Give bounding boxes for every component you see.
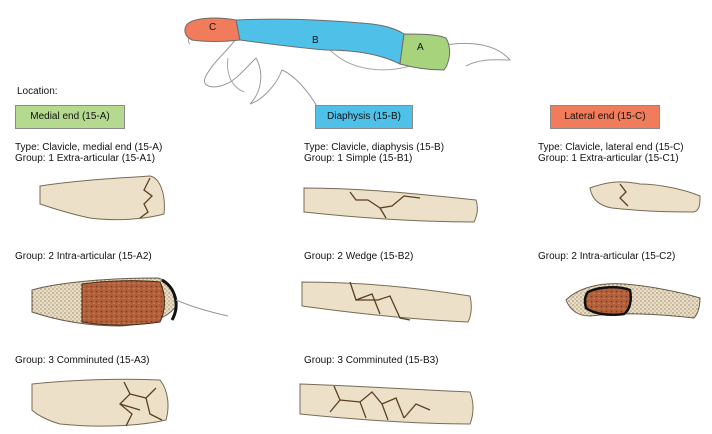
medial-type-label: Type: Clavicle, medial end (15-A) bbox=[15, 142, 162, 153]
group-a3-label: Group: 3 Comminuted (15-A3) bbox=[15, 355, 150, 366]
location-label: Location: bbox=[17, 86, 58, 97]
group-b3-label: Group: 3 Comminuted (15-B3) bbox=[304, 355, 439, 366]
lateral-end-box: Lateral end (15-C) bbox=[550, 105, 660, 129]
lateral-type-label: Type: Clavicle, lateral end (15-C) bbox=[538, 142, 684, 153]
diaphysis-box: Diaphysis (15-B) bbox=[315, 105, 413, 129]
illustration-a3 bbox=[32, 379, 168, 426]
group-b2-label: Group: 2 Wedge (15-B2) bbox=[304, 251, 413, 262]
clavicle-segment-a bbox=[400, 34, 450, 70]
illustration-b3 bbox=[300, 384, 473, 424]
segment-label-c: C bbox=[209, 22, 216, 33]
group-c1-label: Group: 1 Extra-articular (15-C1) bbox=[538, 153, 679, 164]
diaphysis-type-label: Type: Clavicle, diaphysis (15-B) bbox=[304, 142, 444, 153]
group-b1-label: Group: 1 Simple (15-B1) bbox=[304, 153, 412, 164]
illustration-a1 bbox=[40, 176, 164, 220]
illustration-a2 bbox=[32, 278, 228, 326]
illustration-c1 bbox=[590, 182, 700, 212]
segment-label-b: B bbox=[312, 35, 319, 46]
illustration-c2 bbox=[566, 284, 700, 318]
segment-label-a: A bbox=[417, 42, 424, 53]
illustration-b1 bbox=[304, 188, 477, 222]
medial-end-box: Medial end (15-A) bbox=[15, 105, 125, 129]
group-c2-label: Group: 2 Intra-articular (15-C2) bbox=[538, 251, 675, 262]
group-a1-label: Group: 1 Extra-articular (15-A1) bbox=[15, 153, 155, 164]
group-a2-label: Group: 2 Intra-articular (15-A2) bbox=[15, 251, 152, 262]
illustration-b2 bbox=[302, 282, 471, 322]
clavicle-segment-b bbox=[236, 19, 404, 64]
